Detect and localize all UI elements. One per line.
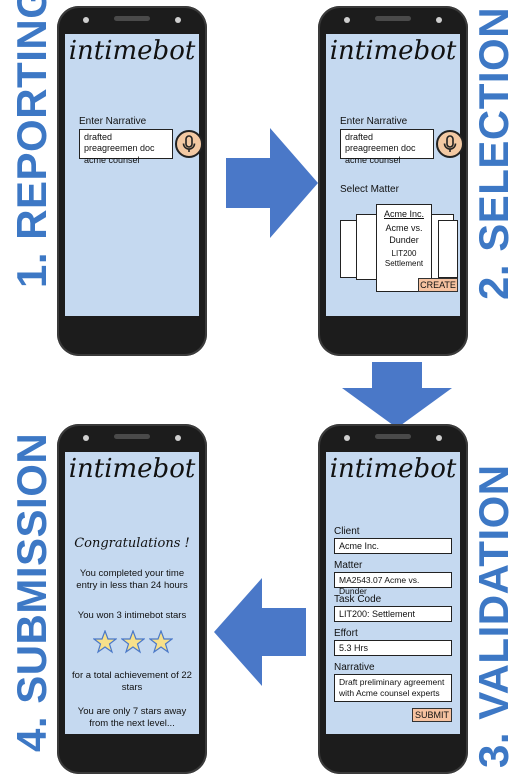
microphone-button[interactable] <box>175 130 203 158</box>
star-icon <box>121 630 145 654</box>
stars-row <box>93 630 173 656</box>
total-achievement-message: for a total achievement of 22 stars <box>72 670 192 694</box>
phone-reporting: intimebot Enter Narrative drafted preagr… <box>57 6 207 356</box>
microphone-button[interactable] <box>436 130 464 158</box>
matter-field[interactable]: MA2543.07 Acme vs. Dunder <box>334 572 452 596</box>
brand-logo: intimebot <box>329 36 457 66</box>
arrow-left-icon <box>214 578 306 686</box>
step-label-validation: 3. VALIDATION <box>470 464 517 768</box>
screen-validation: intimebot Client Acme Inc. Matter MA2543… <box>326 452 460 734</box>
step-label-selection: 2. SELECTION <box>470 6 517 300</box>
arrow-down-icon <box>342 362 452 428</box>
microphone-icon <box>182 135 196 152</box>
star-icon <box>93 630 117 654</box>
narrative-label: Enter Narrative <box>79 116 147 127</box>
microphone-icon <box>443 135 457 152</box>
client-field[interactable]: Acme Inc. <box>334 538 452 554</box>
brand-logo: intimebot <box>329 454 457 484</box>
step-label-reporting: 1. REPORTING <box>8 0 55 288</box>
screen-reporting: intimebot Enter Narrative drafted preagr… <box>65 34 203 316</box>
card-matter: Acme vs. Dunder <box>385 223 423 245</box>
narrative-input[interactable]: drafted preagreemen doc acme counsel <box>79 129 173 165</box>
narrative-field[interactable]: Draft preliminary agreement with Acme co… <box>334 674 452 702</box>
phone-selection: intimebot Enter Narrative drafted preagr… <box>318 6 468 356</box>
task-code-field[interactable]: LIT200: Settlement <box>334 606 452 622</box>
matter-label: Matter <box>334 560 363 571</box>
matter-card[interactable] <box>438 220 458 278</box>
star-icon <box>149 630 173 654</box>
matter-card-selected[interactable]: Acme Inc. Acme vs. Dunder LIT200 Settlem… <box>376 204 432 292</box>
narrative-input[interactable]: drafted preagreemen doc acme counsel <box>340 129 434 165</box>
narrative-label: Narrative <box>334 662 375 673</box>
congratulations-title: Congratulations ! <box>74 536 190 551</box>
screen-submission: intimebot Congratulations ! You complete… <box>65 452 199 734</box>
phone-validation: intimebot Client Acme Inc. Matter MA2543… <box>318 424 468 774</box>
select-matter-label: Select Matter <box>340 184 399 195</box>
card-client: Acme Inc. <box>383 209 424 219</box>
narrative-label: Enter Narrative <box>340 116 408 127</box>
task-code-label: Task Code <box>334 594 382 605</box>
effort-label: Effort <box>334 628 358 639</box>
create-button[interactable]: CREATE <box>418 278 458 292</box>
next-level-message: You are only 7 stars away from the next … <box>77 706 187 730</box>
stars-won-message: You won 3 intimebot stars <box>77 610 187 621</box>
brand-logo: intimebot <box>68 454 196 484</box>
arrow-right-icon <box>226 128 318 238</box>
effort-field[interactable]: 5.3 Hrs <box>334 640 452 656</box>
client-label: Client <box>334 526 360 537</box>
screen-selection: intimebot Enter Narrative drafted preagr… <box>326 34 464 316</box>
step-label-submission: 4. SUBMISSION <box>8 432 55 752</box>
submit-button[interactable]: SUBMIT <box>412 708 452 722</box>
brand-logo: intimebot <box>68 36 196 66</box>
card-task: LIT200 Settlement <box>384 248 424 268</box>
phone-submission: intimebot Congratulations ! You complete… <box>57 424 207 774</box>
completion-message: You completed your time entry in less th… <box>76 568 188 592</box>
